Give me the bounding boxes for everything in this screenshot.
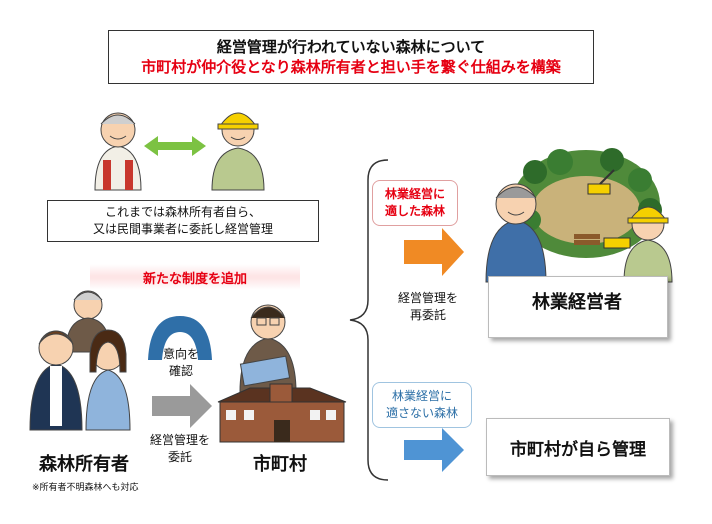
suitable-forest-line-1: 林業経営に: [384, 187, 445, 201]
suitable-forest-line-2: 適した森林: [384, 204, 445, 218]
forestry-operator-box: [488, 276, 668, 338]
forest-owners-label: 森林所有者: [39, 454, 129, 475]
confirm-intent-line-1: 意向を: [162, 347, 199, 361]
double-arrow-icon: [144, 136, 206, 156]
entrust-arrow-icon: [152, 384, 212, 428]
elderly-owner-illustration: [94, 112, 142, 191]
re-entrust-label: 経営管理を 再委託: [388, 290, 468, 324]
orange-arrow-icon: [404, 228, 464, 276]
forest-illustration: [512, 148, 662, 258]
forestry-operator-label: 林業経営者: [532, 292, 622, 313]
title-box: 経営管理が行われていない森林について 市町村が仲介役となり森林所有者と担い手を繋…: [108, 30, 594, 84]
confirm-intent-label: 意向を 確認: [152, 346, 210, 380]
entrust-line-1: 経営管理を: [149, 433, 210, 447]
previous-method-box: これまでは森林所有者自ら、 又は民間事業者に委託し経営管理: [47, 200, 319, 242]
entrust-line-2: 委託: [167, 450, 192, 464]
unsuitable-forest-line-2: 適さない森林: [385, 406, 458, 420]
municipality-label: 市町村: [253, 454, 307, 475]
municipality-illustration: [217, 304, 347, 443]
title-line-2: 市町村が仲介役となり森林所有者と担い手を繋ぐ仕組みを構築: [141, 58, 561, 76]
previous-method-line-2: 又は民間事業者に委託し経営管理: [92, 222, 273, 236]
unsuitable-forest-line-1: 林業経営に: [391, 389, 452, 403]
worker-illustration: [211, 112, 265, 191]
municipality-self-manage-box: 市町村が自ら管理: [486, 418, 670, 476]
unsuitable-forest-box: 林業経営に 適さない森林: [372, 382, 472, 428]
confirm-intent-line-2: 確認: [168, 364, 193, 378]
re-entrust-line-1: 経営管理を: [397, 291, 458, 305]
previous-method-line-1: これまでは森林所有者自ら、: [104, 205, 261, 219]
forestry-workers-illustration: [485, 183, 673, 283]
suitable-forest-box: 林業経営に 適した森林: [372, 180, 458, 226]
new-system-label: 新たな制度を追加: [90, 264, 300, 290]
owner-note: ※所有者不明森林へも対応: [32, 483, 139, 493]
re-entrust-line-2: 再委託: [409, 308, 446, 322]
blue-arrow-icon: [404, 428, 464, 472]
curly-brace: [349, 159, 389, 481]
title-line-1: 経営管理が行われていない森林について: [216, 38, 486, 56]
confirm-intent-arc: [148, 316, 212, 360]
forest-owners-illustration: [29, 290, 131, 431]
entrust-label: 経営管理を 委託: [140, 432, 220, 466]
